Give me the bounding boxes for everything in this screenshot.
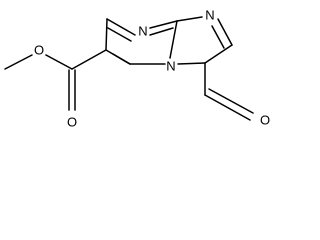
atom-o-ester-double: O (67, 115, 77, 130)
bond-c8a-n1 (149, 20, 178, 29)
atom-n-ring-top: N (138, 24, 147, 39)
bond-ccarbonyl-oester (45, 54, 73, 70)
bond-c2-c3 (105, 18, 108, 51)
bond-caldehyde-oald-b (208, 88, 254, 114)
bond-n1-c2-double (107, 27, 132, 42)
bond-c3-ccarbonyl (71, 49, 107, 70)
atom-o-ester-single: O (34, 43, 44, 58)
bond-oester-methyl (4, 54, 33, 70)
bond-nbridge-c8a (169, 20, 178, 59)
bond-c3imid-nbridge (177, 62, 206, 65)
bond-n1-c2 (106, 18, 136, 36)
bonds (4, 16, 254, 121)
atom-o-aldehyde: O (260, 113, 270, 128)
atom-n-bridge: N (166, 59, 175, 74)
bond-c8a-nimid (176, 16, 203, 22)
atom-labels: N N N O O O (34, 8, 270, 130)
atom-n-imidazole: N (205, 8, 214, 23)
chemical-structure: N N N O O O (4, 8, 270, 130)
bond-c2imid-c3imid (204, 44, 233, 64)
bond-caldehyde-oald-a (204, 94, 251, 121)
bond-c3-c4-double (112, 53, 131, 65)
bond-nimid-c2imid-double (211, 25, 225, 49)
bond-c8a-n1-double (149, 27, 174, 36)
bond-nimid-c2imid (217, 18, 233, 46)
